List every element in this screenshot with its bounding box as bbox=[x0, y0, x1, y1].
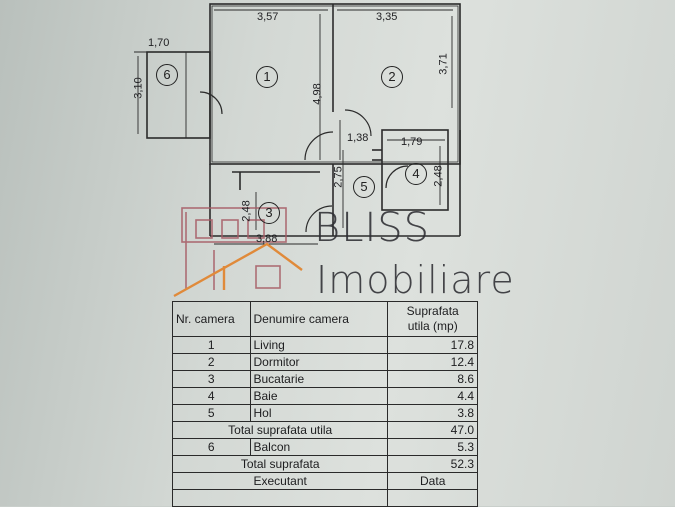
date-label: Data bbox=[387, 472, 478, 490]
cut-off-cell bbox=[171, 489, 389, 507]
cell-nr: 1 bbox=[172, 336, 251, 354]
cut-off-cell bbox=[387, 489, 478, 507]
table-row: 4 Baie 4.4 bbox=[172, 387, 478, 405]
dim-living-width: 3,57 bbox=[257, 11, 279, 23]
dim-balcony-height: 3,10 bbox=[132, 77, 145, 99]
dim-balcony-width: 1,70 bbox=[148, 37, 170, 49]
executant-row: Executant Data bbox=[171, 472, 478, 490]
total-utila-label: Total suprafata utila bbox=[171, 421, 389, 439]
total-value: 52.3 bbox=[387, 455, 478, 473]
cell-name: Hol bbox=[249, 404, 389, 422]
header-suprafata: Suprafata utila (mp) bbox=[387, 301, 478, 337]
cell-nr: 3 bbox=[172, 370, 251, 388]
cell-area: 8.6 bbox=[387, 370, 478, 388]
cell-area: 4.4 bbox=[387, 387, 478, 405]
total-row: Total suprafata 52.3 bbox=[171, 455, 478, 473]
cell-area: 3.8 bbox=[387, 404, 478, 422]
bliss-logo-mark bbox=[181, 207, 287, 290]
dim-hall-height: 2,75 bbox=[332, 166, 345, 188]
total-label: Total suprafata bbox=[171, 455, 389, 473]
cell-area: 5.3 bbox=[387, 438, 478, 456]
table-row: 3 Bucatarie 8.6 bbox=[172, 370, 478, 388]
cell-area: 17.8 bbox=[387, 336, 478, 354]
room-number-5: 5 bbox=[353, 176, 375, 198]
cell-area: 12.4 bbox=[387, 353, 478, 371]
dim-bath-width: 1,79 bbox=[401, 136, 423, 148]
room-number-1: 1 bbox=[256, 66, 278, 88]
dim-bedroom-width: 3,35 bbox=[376, 11, 398, 23]
dim-living-height: 4,98 bbox=[311, 83, 324, 105]
total-utila-row: Total suprafata utila 47.0 bbox=[171, 421, 478, 439]
cell-name: Dormitor bbox=[249, 353, 389, 371]
cell-name: Living bbox=[249, 336, 389, 354]
cell-name: Baie bbox=[249, 387, 389, 405]
header-nr-camera: Nr. camera bbox=[172, 301, 251, 337]
logo-text-bliss: BLISS bbox=[314, 205, 431, 251]
table-row: 5 Hol 3.8 bbox=[172, 404, 478, 422]
cell-nr: 2 bbox=[172, 353, 251, 371]
cell-nr: 5 bbox=[172, 404, 251, 422]
executant-label: Executant bbox=[171, 472, 389, 490]
header-denumire: Denumire camera bbox=[249, 301, 389, 337]
room-number-4: 4 bbox=[405, 163, 427, 185]
header-suprafata-line2: utila (mp) bbox=[407, 319, 458, 333]
cell-name: Bucatarie bbox=[249, 370, 389, 388]
room-number-2: 2 bbox=[381, 66, 403, 88]
rooms-table: Nr. camera Denumire camera Suprafata uti… bbox=[171, 301, 478, 507]
dim-bath-height: 2,48 bbox=[432, 165, 445, 187]
table-row: 1 Living 17.8 bbox=[172, 336, 478, 354]
cell-nr: 6 bbox=[172, 438, 251, 456]
room-number-6: 6 bbox=[156, 64, 178, 86]
table-row: 2 Dormitor 12.4 bbox=[172, 353, 478, 371]
room-number-3: 3 bbox=[258, 202, 280, 224]
dim-bedroom-height: 3,71 bbox=[437, 53, 450, 75]
total-utila-value: 47.0 bbox=[387, 421, 478, 439]
cell-name: Balcon bbox=[249, 438, 389, 456]
dim-kitchen-height: 2,48 bbox=[240, 200, 253, 222]
logo-text-imobiliare: Imobiliare bbox=[316, 258, 515, 302]
cut-off-row bbox=[171, 489, 478, 507]
cell-nr: 4 bbox=[172, 387, 251, 405]
table-row: 6 Balcon 5.3 bbox=[172, 438, 478, 456]
dim-kitchen-width: 3,88 bbox=[256, 233, 278, 245]
dim-hall-top: 1,38 bbox=[347, 132, 369, 144]
header-suprafata-line1: Suprafata bbox=[406, 304, 459, 318]
table-header-row: Nr. camera Denumire camera Suprafata uti… bbox=[172, 301, 478, 337]
